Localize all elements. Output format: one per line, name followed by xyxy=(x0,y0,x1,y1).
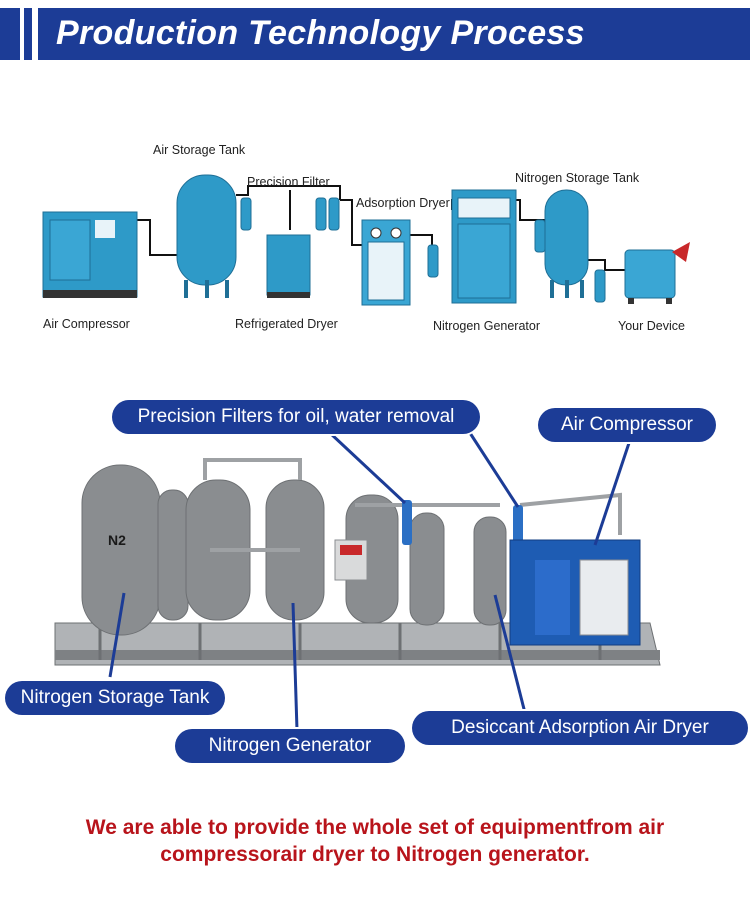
process-diagram-graphic xyxy=(42,174,690,306)
header-accent-bar-2 xyxy=(24,8,32,60)
label-your-device: Your Device xyxy=(618,319,685,333)
label-nitrogen-generator: Nitrogen Generator xyxy=(433,319,541,333)
label-refrigerated-dryer: Refrigerated Dryer xyxy=(235,317,338,331)
adsorption-dryer xyxy=(361,219,411,306)
callout-desiccant-dryer: Desiccant Adsorption Air Dryer xyxy=(412,711,748,745)
callout-air-compressor: Air Compressor xyxy=(538,408,716,442)
process-diagram: Air Storage Tank Precision Filter Adsorp… xyxy=(0,120,750,350)
header-banner: Production Technology Process xyxy=(38,8,750,60)
precision-filters xyxy=(240,197,606,303)
footer-line-1: We are able to provide the whole set of … xyxy=(85,816,665,839)
label-nitrogen-storage-tank: Nitrogen Storage Tank xyxy=(515,171,640,185)
label-adsorption-dryer: Adsorption Dryer xyxy=(356,196,450,210)
leader-lines xyxy=(108,431,632,731)
blue-filters xyxy=(402,500,523,545)
pipework xyxy=(203,458,622,552)
footer-line-2: compressorair dryer to Nitrogen generato… xyxy=(160,843,590,866)
air-storage-tank xyxy=(176,174,237,298)
callout-nitrogen-storage-tank: Nitrogen Storage Tank xyxy=(5,681,225,715)
tank-n2-marking: N2 xyxy=(108,532,126,548)
compressor-unit xyxy=(509,539,641,646)
page-title: Production Technology Process xyxy=(56,14,585,52)
equipment-photo: N2 Precision Filters for oil, water remo… xyxy=(0,395,750,775)
header-accent-bar xyxy=(0,8,20,60)
nitrogen-storage-tank xyxy=(544,189,589,298)
control-panel xyxy=(334,539,368,581)
header-gap xyxy=(20,8,24,60)
callout-precision-filters: Precision Filters for oil, water removal xyxy=(112,400,480,434)
label-precision-filter: Precision Filter xyxy=(247,175,330,189)
footer-statement: We are able to provide the whole set of … xyxy=(0,814,750,868)
callout-nitrogen-generator: Nitrogen Generator xyxy=(175,729,405,763)
label-air-storage-tank: Air Storage Tank xyxy=(153,143,246,157)
refrigerated-dryer xyxy=(266,234,311,298)
equipment-photo-graphic: N2 xyxy=(54,431,661,731)
label-air-compressor: Air Compressor xyxy=(43,317,130,331)
nitrogen-generator-unit xyxy=(451,189,517,304)
your-device xyxy=(624,242,690,304)
air-compressor xyxy=(42,211,138,298)
